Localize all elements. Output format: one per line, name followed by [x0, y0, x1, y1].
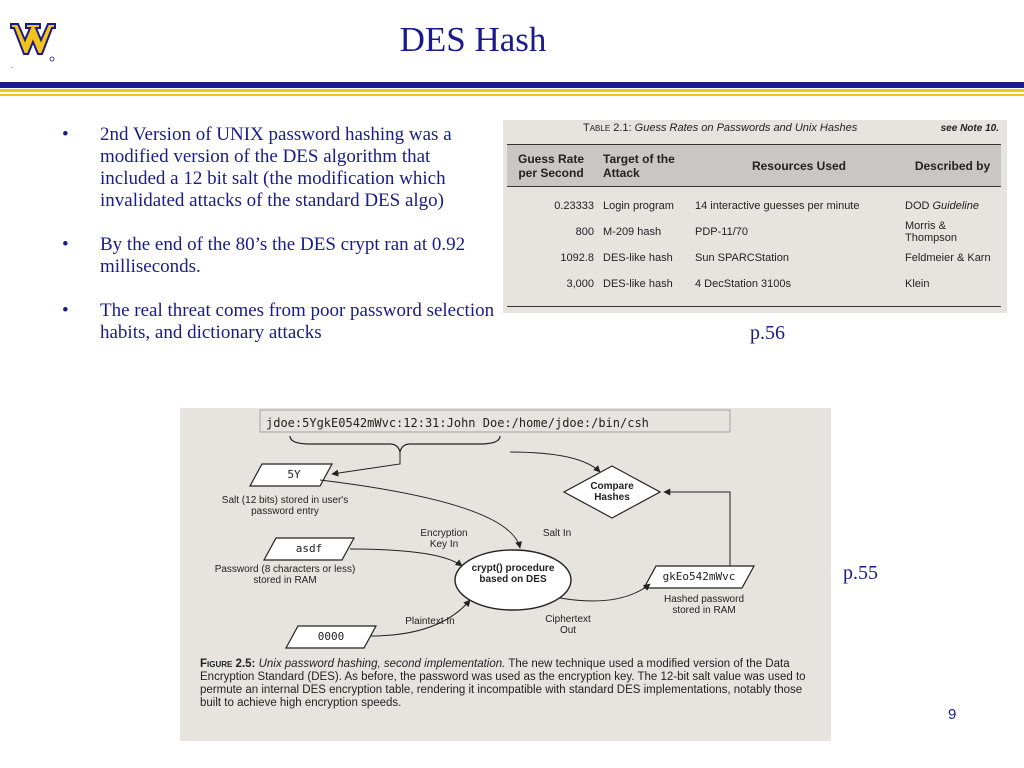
unix-hash-diagram-image: jdoe:5YgkE0542mWvc:12:31:John Doe:/home/… — [180, 408, 831, 741]
passwd-line-text: jdoe:5YgkE0542mWvc:12:31:John Doe:/home/… — [266, 416, 649, 430]
passwd-brace — [289, 435, 501, 453]
hash-shape — [642, 565, 756, 589]
table-rule — [507, 306, 1001, 307]
table-row: 3,000 DES-like hash 4 DecStation 3100s K… — [507, 271, 1001, 297]
table-caption: Table 2.1: Guess Rates on Passwords and … — [583, 122, 858, 134]
guess-rates-table: Guess Rate per Second Target of the Atta… — [507, 148, 1001, 297]
arrow-key-in — [349, 548, 463, 567]
arrow-ciphertext-out — [559, 583, 651, 602]
password-value: asdf — [295, 542, 323, 555]
table-cell: 3,000 — [566, 278, 594, 290]
wvu-logo-icon: . — [10, 23, 56, 70]
page-ref-diagram: p.55 — [843, 562, 878, 584]
table-cell: DOD Guideline — [905, 200, 979, 212]
table-cell: DES-like hash — [603, 278, 673, 290]
bullet-list: • 2nd Version of UNIX password hashing wa… — [60, 124, 500, 366]
hash-label: Hashed password stored in RAM — [663, 594, 745, 616]
table-row: 1092.8 DES-like hash Sun SPARCStation Fe… — [507, 245, 1001, 271]
header-rule-gold — [0, 89, 1024, 92]
password-label: Password (8 characters or less) stored i… — [214, 564, 356, 586]
slide-title: DES Hash — [399, 20, 547, 59]
table-cell: 4 DecStation 3100s — [695, 278, 792, 290]
bullet-item: • By the end of the 80’s the DES crypt ra… — [60, 234, 500, 278]
bullet-glyph: • — [62, 300, 69, 321]
arrow-to-compare — [509, 451, 601, 473]
plaintext-value: 0000 — [317, 630, 345, 643]
plaintext-label: Plaintext In — [405, 616, 455, 627]
table-note: see Note 10. — [940, 123, 999, 134]
table-cell: Morris & Thompson — [905, 220, 957, 244]
plaintext-shape — [284, 625, 378, 649]
table-cell: Feldmeier & Karn — [905, 252, 991, 264]
bullet-text: 2nd Version of UNIX password hashing was… — [100, 124, 452, 211]
salt-value: 5Y — [287, 468, 301, 481]
salt-shape — [248, 463, 334, 487]
table-header-cell: Described by — [914, 159, 991, 173]
table-header-band — [507, 144, 1001, 186]
arrow-plaintext-in — [369, 599, 471, 637]
page-ref-table: p.56 — [750, 322, 785, 344]
table-cell: 14 interactive guesses per minute — [695, 200, 860, 212]
figure-caption: Figure 2.5: Unix password hashing, secon… — [200, 658, 806, 709]
table-header-row: Guess Rate per Second Target of the Atta… — [507, 148, 1001, 184]
table-rule — [507, 144, 1001, 145]
bullet-glyph: • — [62, 124, 69, 145]
header-rule-navy — [0, 82, 1024, 88]
table-row: 0.23333 Login program 14 interactive gue… — [507, 184, 1001, 219]
table-row: 800 M-209 hash PDP-11/70 Morris & Thomps… — [507, 219, 1001, 245]
table-header-cell: Resources Used — [751, 159, 847, 173]
password-shape — [262, 537, 356, 561]
slide-number: 9 — [948, 706, 957, 723]
table-cell: PDP-11/70 — [695, 226, 748, 238]
encryption-key-label: Encryption Key In — [420, 528, 468, 550]
crypt-label: crypt() procedure based on DES — [471, 563, 555, 585]
bullet-item: • 2nd Version of UNIX password hashing wa… — [60, 124, 500, 212]
passwd-line-frame — [259, 409, 731, 433]
table-cell: Login program — [603, 200, 674, 212]
logo-mark: . — [11, 61, 13, 70]
header-rule-gold-thin — [0, 94, 1024, 96]
diagram-shapes — [248, 409, 756, 649]
salt-label: Salt (12 bits) stored in user's password… — [221, 495, 349, 517]
arrow-hash-to-compare — [663, 488, 731, 566]
table-cell: Sun SPARCStation — [695, 252, 789, 264]
ciphertext-label: Ciphertext Out — [545, 614, 591, 636]
compare-label: Compare Hashes — [590, 481, 634, 503]
table-cell: 0.23333 — [554, 200, 594, 212]
table-cell: M-209 hash — [603, 226, 662, 238]
table-rule — [507, 186, 1001, 187]
crypt-ellipse — [454, 549, 572, 611]
table-cell: 800 — [575, 226, 594, 238]
arrow-salt-in — [319, 479, 523, 549]
salt-in-label: Salt In — [542, 528, 572, 539]
bullet-item: • The real threat comes from poor passwor… — [60, 300, 500, 344]
table-header-cell: Guess Rate per Second — [517, 152, 585, 180]
bullet-text: The real threat comes from poor password… — [100, 300, 495, 343]
table-header-cell: Target of the Attack — [603, 152, 675, 180]
guess-rates-table-image: Table 2.1: Guess Rates on Passwords and … — [503, 120, 1007, 313]
arrow-to-salt — [331, 452, 401, 477]
table-cell: 1092.8 — [560, 252, 594, 264]
table-cell: DES-like hash — [603, 252, 673, 264]
table-cell: Klein — [905, 278, 930, 290]
hash-value: gkEo542mWvc — [662, 570, 736, 583]
bullet-text: By the end of the 80’s the DES crypt ran… — [100, 234, 466, 277]
bullet-glyph: • — [62, 234, 69, 255]
compare-diamond — [562, 465, 662, 519]
